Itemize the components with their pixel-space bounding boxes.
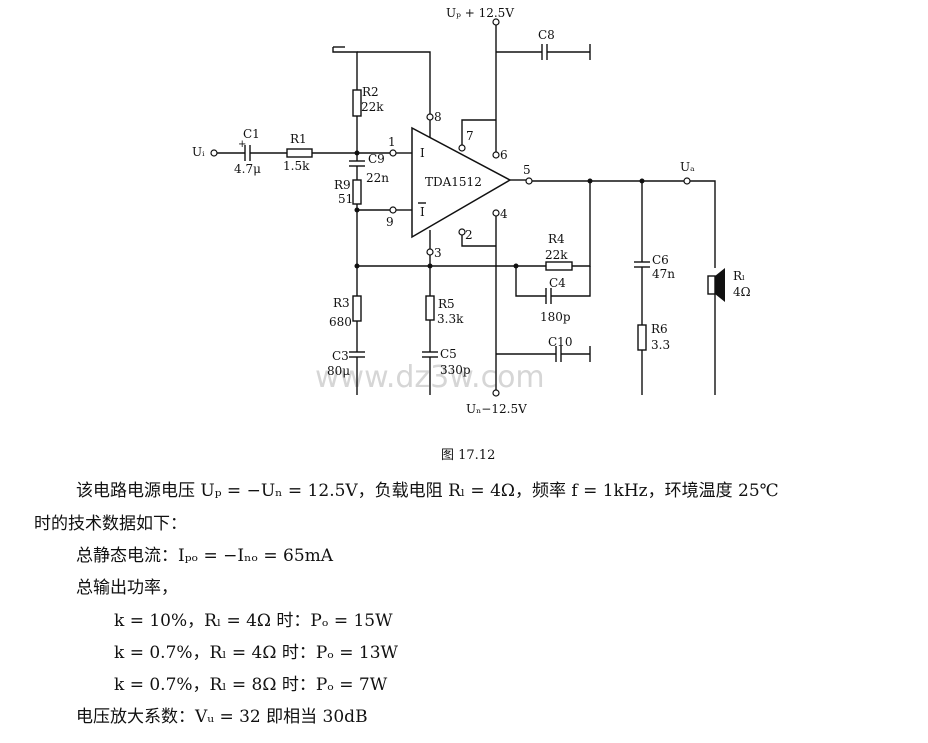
c6-name: C6 [652, 253, 669, 267]
r6-name: R6 [651, 322, 668, 336]
pin-4: 4 [500, 207, 508, 221]
c6-value: 47n [652, 267, 675, 281]
r6-value: 3.3 [651, 338, 670, 352]
svg-text:+: + [238, 139, 246, 150]
ic-tda1512 [411, 126, 512, 239]
pin-9: 9 [386, 215, 394, 229]
resistor-r4 [545, 261, 573, 271]
c1-value: 4.7μ [234, 162, 261, 176]
supply-positive: Uₚ + 12.5V [446, 6, 514, 20]
r2-value: 22k [361, 100, 384, 114]
c1-name: C1 [243, 127, 260, 141]
c5-name: C5 [440, 347, 457, 361]
supply-negative: Uₙ−12.5V [466, 402, 527, 416]
r5-name: R5 [438, 297, 455, 311]
in-plus-label: I [420, 146, 425, 160]
input-terminal [210, 149, 218, 157]
pin-8: 8 [434, 110, 442, 124]
r4-name: R4 [548, 232, 565, 246]
r9-value: 51 [338, 192, 353, 206]
c3-name: C3 [332, 349, 349, 363]
ic-label: TDA1512 [425, 175, 482, 189]
resistor-r5 [425, 295, 435, 321]
c9-name: C9 [368, 152, 385, 166]
text-line-7: k = 0.7%，Rₗ = 8Ω 时：Pₒ = 7W [114, 675, 388, 695]
r5-value: 3.3k [437, 312, 464, 326]
figure-caption: 图 17.12 [441, 448, 495, 463]
r1-name: R1 [290, 132, 307, 146]
c4-name: C4 [549, 276, 566, 290]
speaker-icon [707, 268, 725, 302]
pin-3: 3 [434, 246, 442, 260]
c4-value: 180p [540, 310, 571, 324]
pin-2: 2 [465, 228, 473, 242]
input-label: Uᵢ [192, 145, 205, 159]
text-line-2: 时的技术数据如下： [34, 514, 187, 534]
text-line-5: k = 10%，Rₗ = 4Ω 时：Pₒ = 15W [114, 611, 393, 631]
c9-value: 22n [366, 171, 389, 185]
rl-value: 4Ω [733, 285, 751, 299]
r4-value: 22k [545, 248, 568, 262]
pin-1: 1 [388, 135, 396, 149]
c5-value: 330p [440, 363, 471, 377]
resistor-r3 [352, 295, 362, 322]
text-line-4: 总输出功率， [76, 578, 178, 598]
r1-value: 1.5k [283, 159, 310, 173]
text-line-6: k = 0.7%，Rₗ = 4Ω 时：Pₒ = 13W [114, 643, 398, 663]
resistor-r9 [352, 179, 362, 205]
pin-5: 5 [523, 163, 531, 177]
pin-7: 7 [466, 129, 474, 143]
r9-name: R9 [334, 178, 351, 192]
r2-name: R2 [362, 85, 379, 99]
text-line-1: 该电路电源电压 Uₚ = −Uₙ = 12.5V，负载电阻 Rₗ = 4Ω，频率… [76, 481, 779, 501]
in-minus-label: I [420, 205, 425, 219]
resistor-r6 [637, 324, 647, 351]
c3-value: 80μ [327, 364, 350, 378]
resistor-r1 [286, 148, 313, 158]
output-label: Uₐ [680, 160, 695, 174]
c10-name: C10 [548, 335, 572, 349]
resistor-r2 [352, 89, 362, 117]
rl-name: Rₗ [733, 269, 745, 283]
pin-6: 6 [500, 148, 508, 162]
r3-value: 680 [329, 315, 352, 329]
capacitor-c1: + [238, 139, 251, 161]
text-line-3: 总静态电流：Iₚₒ = −Iₙₒ = 65mA [76, 546, 334, 566]
circuit-schematic: www.dz3w.com Uᵢ + C1 4.7μ R1 1.5k R2 22k… [192, 6, 751, 463]
r3-name: R3 [333, 296, 350, 310]
text-line-8: 电压放大系数：Vᵤ = 32 即相当 30dB [76, 707, 368, 727]
c8-name: C8 [538, 28, 555, 42]
